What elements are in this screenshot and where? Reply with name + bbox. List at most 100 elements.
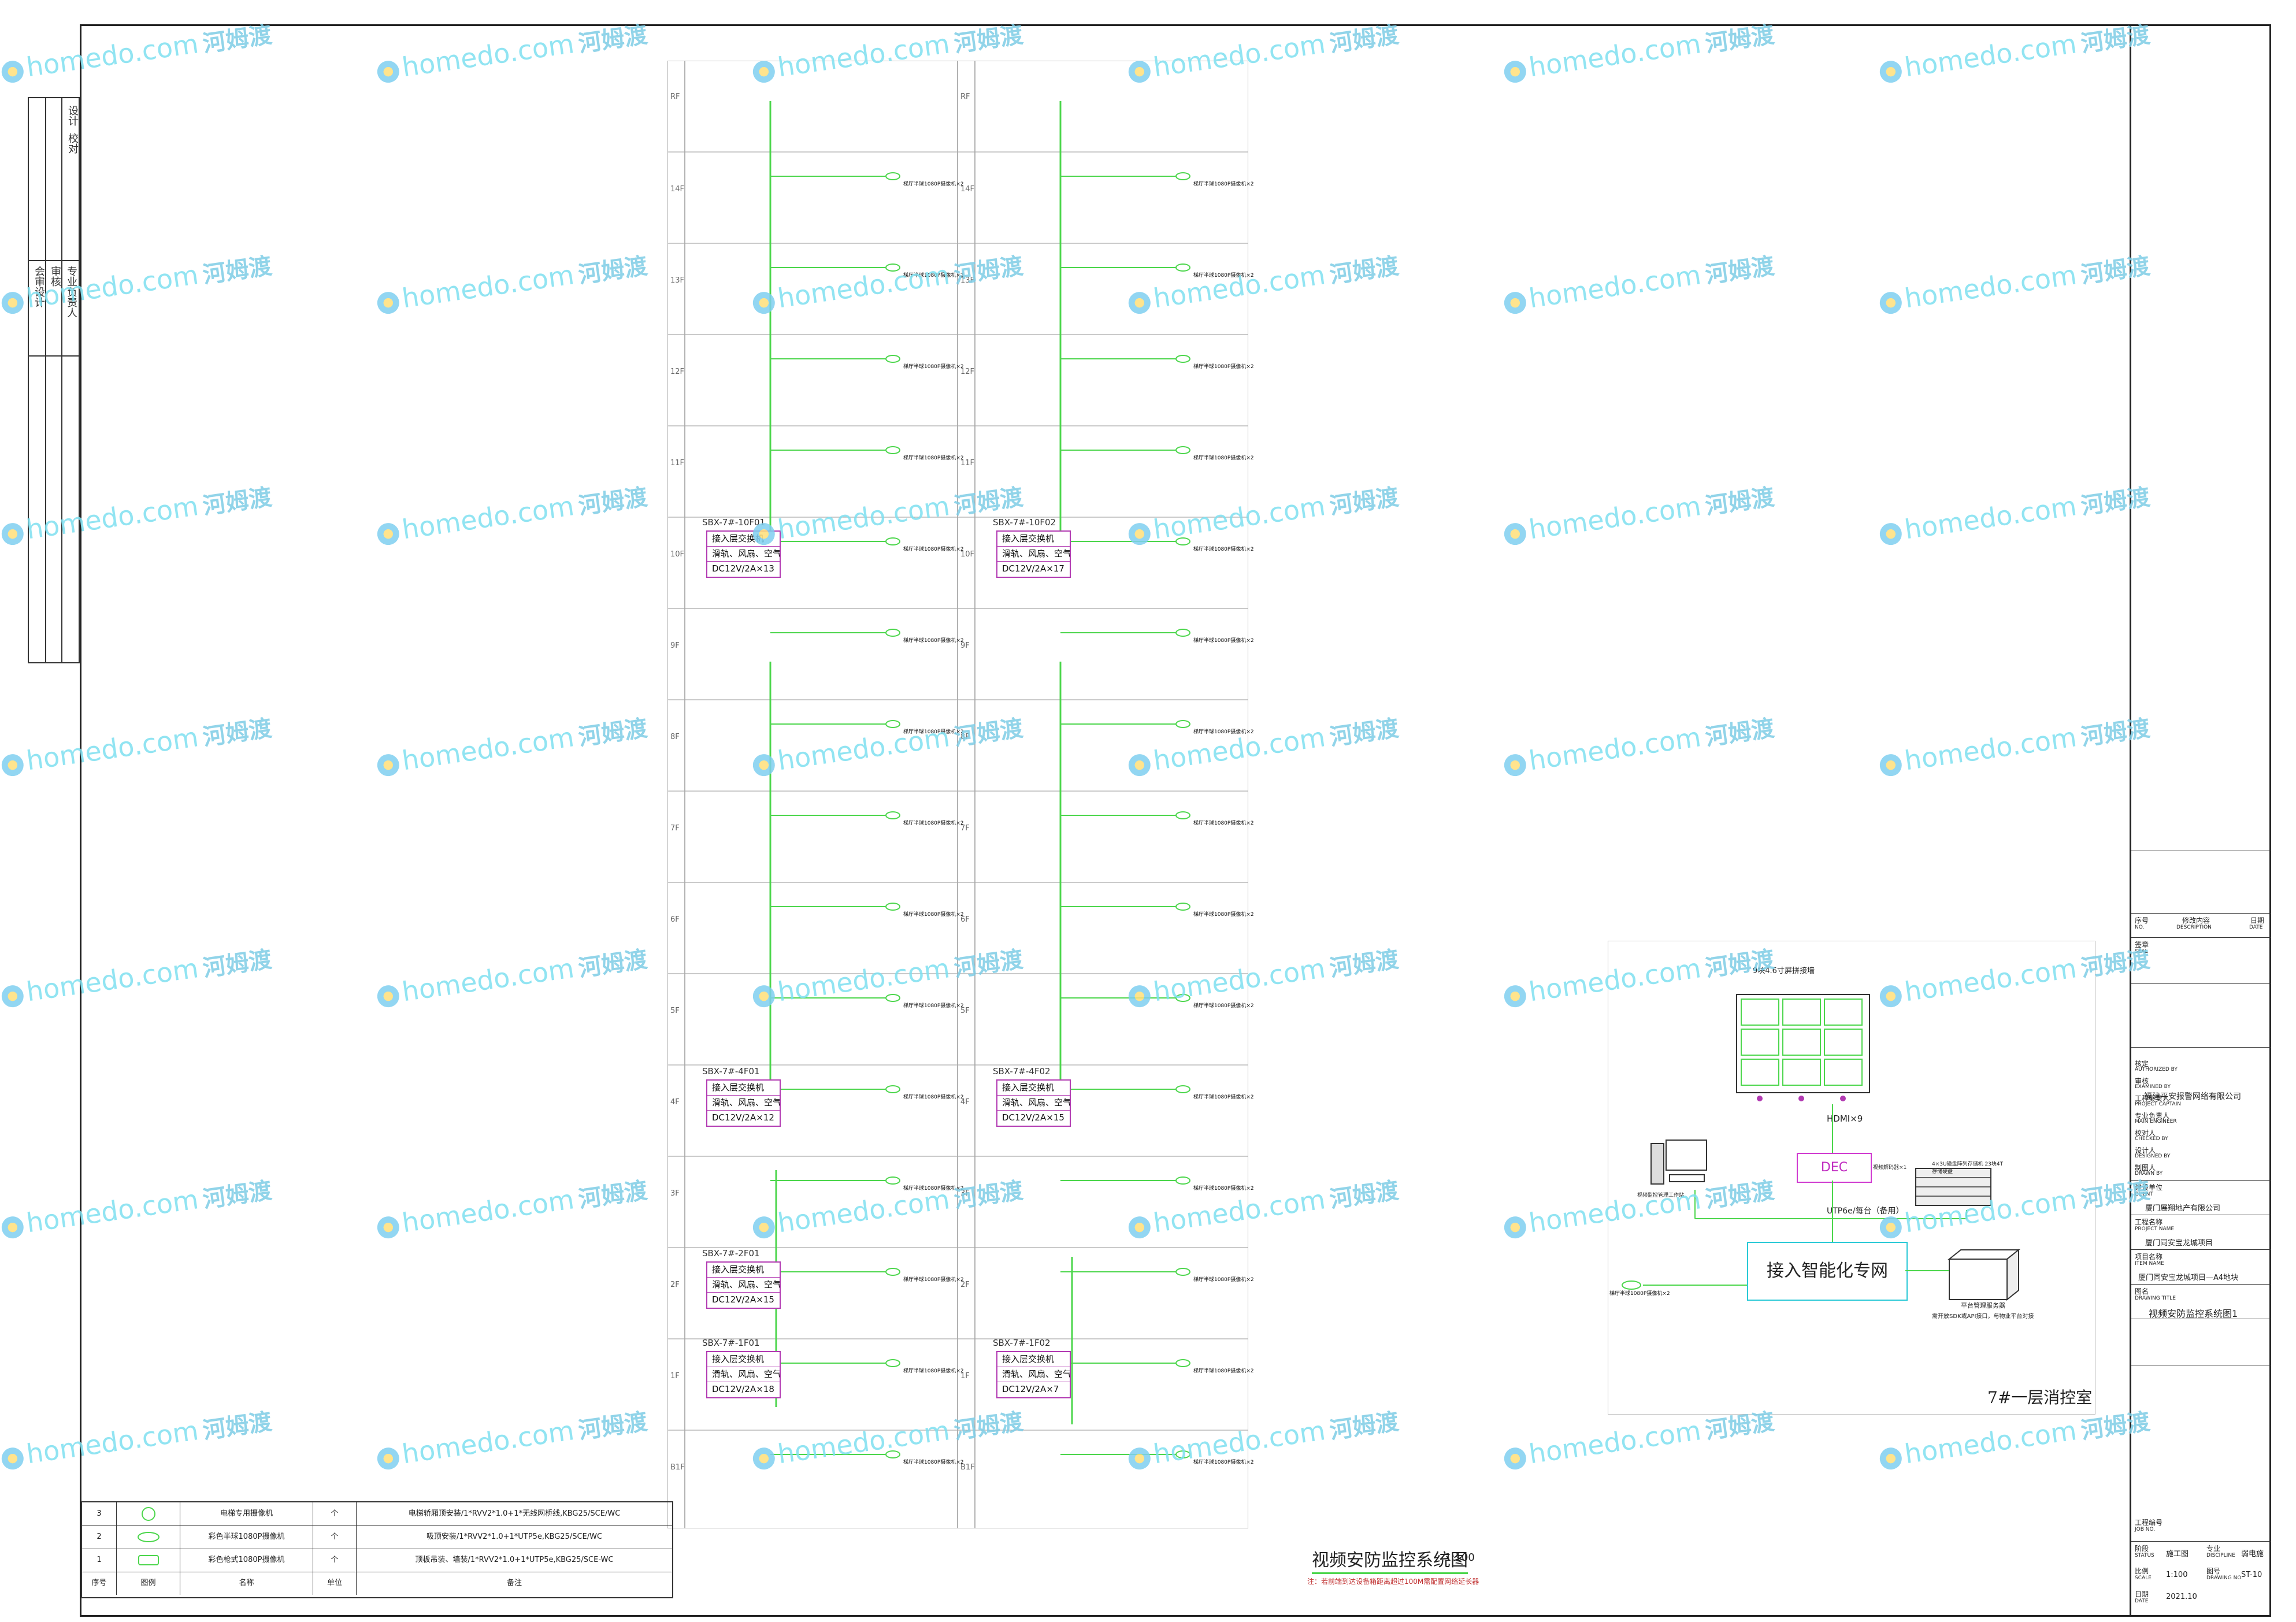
rev-header-no-en: NO. <box>2135 925 2145 930</box>
drawing-no-label: 图号 <box>2206 1567 2221 1575</box>
legend-header: 名称 <box>180 1572 313 1595</box>
camera-symbol <box>885 172 900 180</box>
strip-label-audit: 审核 <box>49 266 61 287</box>
camera-symbol <box>885 903 900 911</box>
role-label-en: AUTHORIZED BY <box>2135 1067 2178 1072</box>
workstation-note: 视频监控管理工作站 <box>1637 1193 1685 1198</box>
seal-label: 签章 <box>2135 941 2149 949</box>
date-value: 2021.10 <box>2166 1593 2197 1601</box>
switch-id-label: SBX-7#-10F01 <box>702 517 766 528</box>
floor-label: 2F <box>670 1280 680 1289</box>
flower-logo-icon <box>1503 521 1528 547</box>
drawing-label: 图名 <box>2135 1287 2149 1296</box>
switch-line: 接入层交换机 <box>997 532 1070 547</box>
switch-id-label: SBX-7#-4F01 <box>702 1066 760 1077</box>
floor-label: 14F <box>960 185 975 194</box>
legend-header: 备注 <box>506 1579 522 1587</box>
floor-label: 1F <box>960 1372 970 1380</box>
switch-line: 滑轨、风扇、空气开关 <box>707 547 780 562</box>
rev-header-date-en: DATE <box>2249 925 2263 930</box>
strip-label-check: 校对 <box>66 133 79 154</box>
legend-no: 2 <box>82 1526 117 1549</box>
camera-symbol <box>1175 811 1190 819</box>
elevator-camera-icon <box>141 1506 155 1521</box>
discipline-value: 弱电施 <box>2241 1550 2264 1558</box>
cam-label: 梯厅半球1080P摄像机×2 <box>903 1094 964 1100</box>
flower-logo-icon <box>1127 521 1152 547</box>
camera-symbol <box>1175 172 1190 180</box>
camera-symbol <box>885 1450 900 1458</box>
drawing-scale: 1:100 <box>1445 1552 1475 1564</box>
flower-logo-icon <box>0 1215 25 1240</box>
flower-logo-icon <box>1503 752 1528 778</box>
switch-box-1f02: 接入层交换机 滑轨、风扇、空气开关 DC12V/2A×7 <box>996 1351 1071 1398</box>
camera-symbol <box>1175 1085 1190 1093</box>
camera-symbol <box>885 720 900 728</box>
platform-label: 平台管理服务器 <box>1961 1302 2005 1309</box>
switch-id-label: SBX-7#-10F02 <box>993 517 1056 528</box>
floor-label: 12F <box>960 368 975 376</box>
switch-line: 滑轨、风扇、空气开关 <box>707 1278 780 1293</box>
flower-logo-icon <box>0 59 25 84</box>
legend-header: 单位 <box>313 1572 357 1595</box>
legend-no: 3 <box>82 1502 117 1526</box>
switch-line: DC12V/2A×12 <box>712 1112 774 1123</box>
legend-symbol <box>117 1549 180 1572</box>
flower-logo-icon <box>0 290 25 316</box>
drawing-name: 视频安防监控系统图1 <box>2149 1308 2238 1319</box>
item-label-en: ITEM NAME <box>2135 1261 2164 1267</box>
flower-logo-icon <box>376 521 401 547</box>
camera-symbol <box>1175 903 1190 911</box>
switch-line: 接入层交换机 <box>997 1352 1070 1367</box>
project-name: 厦门同安宝龙城项目 <box>2145 1239 2213 1248</box>
decoder-note: 视频解码器×1 <box>1873 1165 1907 1171</box>
floor-label: 2F <box>960 1280 970 1289</box>
hdmi-label: HDMI×9 <box>1827 1113 1863 1124</box>
cam-label: 梯厅半球1080P摄像机×2 <box>903 1003 964 1009</box>
floor-label: 4F <box>670 1098 680 1107</box>
project-label-en: PROJECT NAME <box>2135 1226 2175 1232</box>
legend-header-row: 序号 图例 名称 单位 备注 <box>82 1572 672 1597</box>
camera-symbol <box>1175 263 1190 272</box>
cam-label: 梯厅半球1080P摄像机×2 <box>1193 273 1254 279</box>
switch-box-4f01: 接入层交换机 滑轨、风扇、空气开关 DC12V/2A×12 <box>706 1079 781 1127</box>
switch-line: 接入层交换机 <box>707 532 780 547</box>
flower-logo-icon <box>376 290 401 316</box>
job-label-en: JOB NO. <box>2135 1527 2156 1532</box>
flower-logo-icon <box>1503 1446 1528 1471</box>
role-label: 工程负责人 <box>2135 1094 2170 1103</box>
cam-label: 梯厅半球1080P摄像机×2 <box>1193 1094 1254 1100</box>
floor-label: 8F <box>670 733 680 741</box>
switch-line: 接入层交换机 <box>997 1081 1070 1096</box>
cam-label: 梯厅半球1080P摄像机×2 <box>903 181 964 187</box>
strip-label-design: 设计 <box>66 105 79 126</box>
flower-logo-icon <box>1127 1215 1152 1240</box>
role-label: 制图人 <box>2135 1164 2156 1172</box>
switch-line: DC12V/2A×18 <box>712 1384 774 1394</box>
cam-label: 梯厅半球1080P摄像机×2 <box>903 729 964 735</box>
cam-label: 梯厅半球1080P摄像机×2 <box>1193 455 1254 461</box>
flower-logo-icon <box>1503 983 1528 1009</box>
legend-symbol <box>117 1502 180 1526</box>
floor-label: 3F <box>670 1189 680 1198</box>
cam-label: 梯厅半球1080P摄像机×2 <box>903 547 964 552</box>
riser-grid <box>667 60 1249 1529</box>
flower-logo-icon <box>0 752 25 778</box>
camera-symbol <box>885 355 900 363</box>
switch-line: DC12V/2A×7 <box>1002 1384 1059 1394</box>
floor-label: 11F <box>670 459 685 467</box>
status-label-en: STATUS <box>2135 1553 2154 1558</box>
switch-box-10f01: 接入层交换机 滑轨、风扇、空气开关 DC12V/2A×13 <box>706 530 781 578</box>
legend-header: 图例 <box>117 1572 180 1595</box>
floor-label: 14F <box>670 185 685 194</box>
scale-label-en: SCALE <box>2135 1575 2152 1581</box>
control-room-title: 7#一层消控室 <box>1987 1388 2093 1407</box>
cam-label: 梯厅半球1080P摄像机×2 <box>1193 729 1254 735</box>
camera-symbol <box>1175 537 1190 545</box>
role-label: 审核 <box>2135 1077 2149 1085</box>
cam-label: 梯厅半球1080P摄像机×2 <box>1193 1003 1254 1009</box>
role-label-en: CHECKED BY <box>2135 1136 2168 1142</box>
switch-line: 滑轨、风扇、空气开关 <box>997 547 1070 562</box>
scale-label: 比例 <box>2135 1567 2149 1575</box>
cam-label: 梯厅半球1080P摄像机×2 <box>903 1460 964 1465</box>
